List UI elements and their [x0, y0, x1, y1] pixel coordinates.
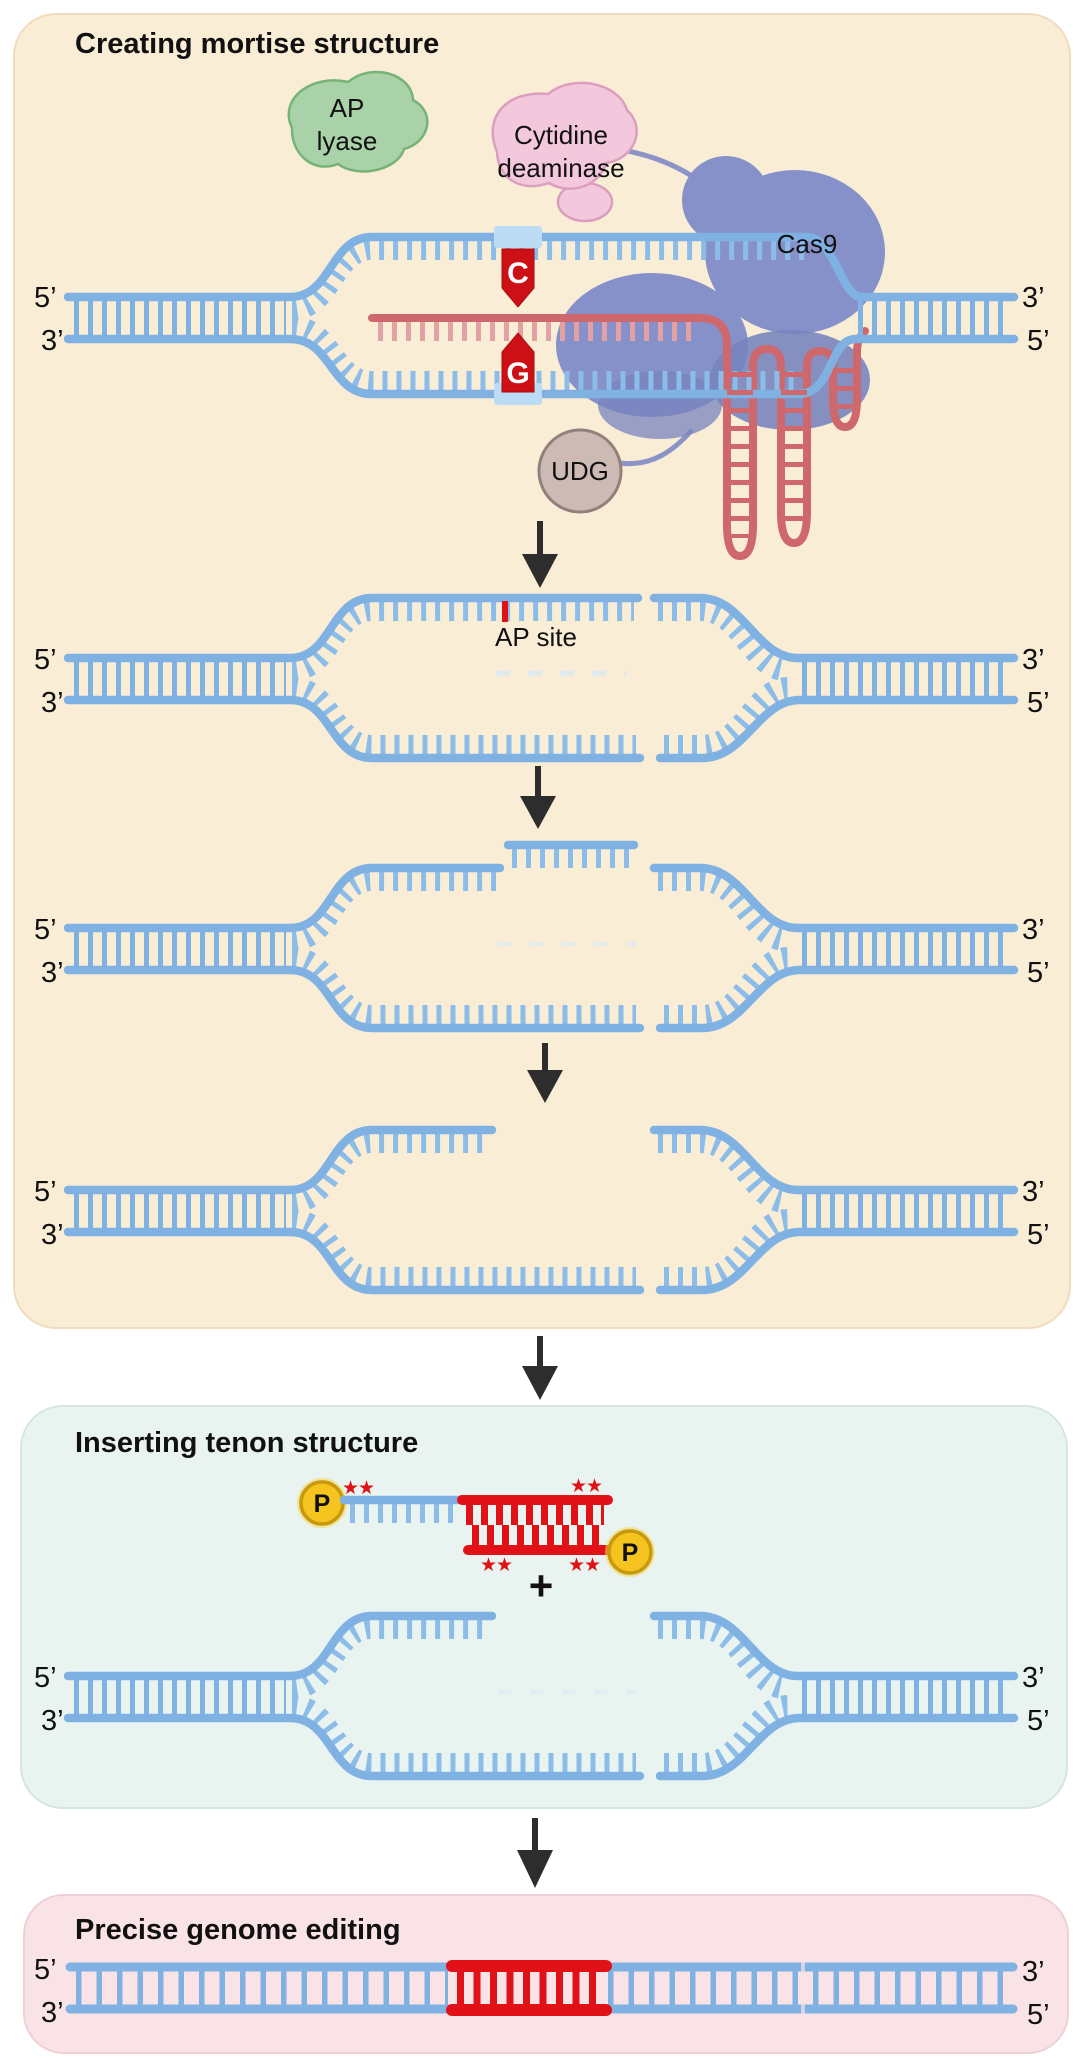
strand-end-label: 3’ — [41, 687, 64, 719]
strand-end-label: 5’ — [34, 914, 57, 946]
strand-end-label: 5’ — [1027, 1705, 1050, 1737]
panel-title-editing: Precise genome editing — [75, 1914, 401, 1946]
base-c-pentagon-icon — [501, 248, 535, 308]
step-arrow-icon — [517, 1818, 553, 1888]
dna-mortise-recipient — [63, 1611, 1019, 1781]
bottom-strand-backbone — [63, 334, 1019, 399]
strand-end-label: 5’ — [1027, 957, 1050, 989]
ligation-seam — [801, 1962, 805, 2014]
dna-edited-product — [65, 1960, 1018, 2016]
step-arrow-icon — [520, 766, 556, 829]
cytidine-deaminase-enzyme: Cytidine deaminase — [491, 81, 638, 223]
ap-site-label: AP site — [495, 622, 577, 652]
strand-end-label: 5’ — [34, 1954, 57, 1986]
strand-end-label: 5’ — [1027, 1219, 1050, 1251]
plus-sign: + — [529, 1562, 554, 1609]
ap-lyase-enzyme: AP lyase — [287, 70, 429, 173]
dna-ap-site-intermediate — [63, 593, 1019, 763]
strand-end-label: 3’ — [41, 325, 64, 357]
phosphate-label: P — [622, 1539, 639, 1567]
dna-fragment-excision — [63, 840, 1019, 1033]
sgrna-backbone-and-hairpins — [368, 314, 869, 561]
cytidine-deaminase-label-line2: deaminase — [497, 153, 624, 183]
chemical-modification-stars-icon: ★★ — [568, 1555, 600, 1576]
ap-lyase-label-line1: AP — [330, 93, 365, 123]
strand-end-label: 3’ — [41, 957, 64, 989]
strand-end-label: 3’ — [1022, 1662, 1045, 1694]
dna-mortise-structure — [63, 1125, 1019, 1295]
cas9-label: Cas9 — [777, 229, 838, 259]
panel-title-tenon: Inserting tenon structure — [75, 1427, 418, 1459]
step-arrow-icon — [527, 1043, 563, 1103]
complementary-base-g: G — [494, 332, 542, 405]
deaminated-base-c: C — [494, 226, 542, 308]
strand-end-label: 3’ — [1022, 644, 1045, 676]
udg-enzyme: UDG — [537, 428, 623, 514]
udg-label: UDG — [551, 456, 609, 486]
top-strand-backbone — [63, 232, 1019, 302]
sgrna-hairpin-rungs — [727, 368, 857, 538]
phosphate-circle-icon — [607, 1529, 653, 1575]
strand-end-label: 5’ — [1027, 687, 1050, 719]
panel-title-mortise: Creating mortise structure — [75, 28, 439, 60]
top-strand-teeth — [290, 238, 804, 320]
strand-end-label: 3’ — [41, 1997, 64, 2029]
base-c-label: C — [507, 257, 529, 290]
cytidine-deaminase-label-line1: Cytidine — [514, 120, 608, 150]
phosphate-label: P — [314, 1490, 331, 1518]
base-g-pentagon-icon — [501, 332, 535, 393]
step-arrow-icon — [522, 1336, 558, 1400]
strand-end-label: 3’ — [1022, 914, 1045, 946]
strand-end-label: 5’ — [34, 282, 57, 314]
udg-blob — [537, 428, 623, 514]
cytidine-deaminase-blob — [491, 81, 638, 190]
strand-end-label: 3’ — [1022, 282, 1045, 314]
base-g-label: G — [506, 357, 529, 390]
strand-end-label: 3’ — [41, 1705, 64, 1737]
dna-rloop-structure — [63, 232, 1019, 399]
strand-end-label: 5’ — [34, 1176, 57, 1208]
strand-end-label: 5’ — [34, 1662, 57, 1694]
strand-end-label: 3’ — [1022, 1176, 1045, 1208]
tenon-donor-duplex: P ★★ ★★ ★★ ★★ P — [297, 1476, 655, 1577]
sgrna-strand — [368, 314, 869, 561]
ap-lyase-label-line2: lyase — [317, 126, 378, 156]
chemical-modification-stars-icon: ★★ — [480, 1555, 512, 1576]
strand-end-label: 3’ — [41, 1219, 64, 1251]
strand-end-label: 5’ — [34, 644, 57, 676]
strand-end-label: 5’ — [1027, 1999, 1050, 2031]
strand-end-label: 3’ — [1022, 1956, 1045, 1988]
strand-end-label: 5’ — [1027, 325, 1050, 357]
step-arrow-icon — [522, 521, 558, 588]
ap-lyase-blob — [287, 70, 429, 173]
chemical-modification-stars-icon: ★★ — [342, 1478, 374, 1499]
chemical-modification-stars-icon: ★★ — [570, 1476, 602, 1497]
